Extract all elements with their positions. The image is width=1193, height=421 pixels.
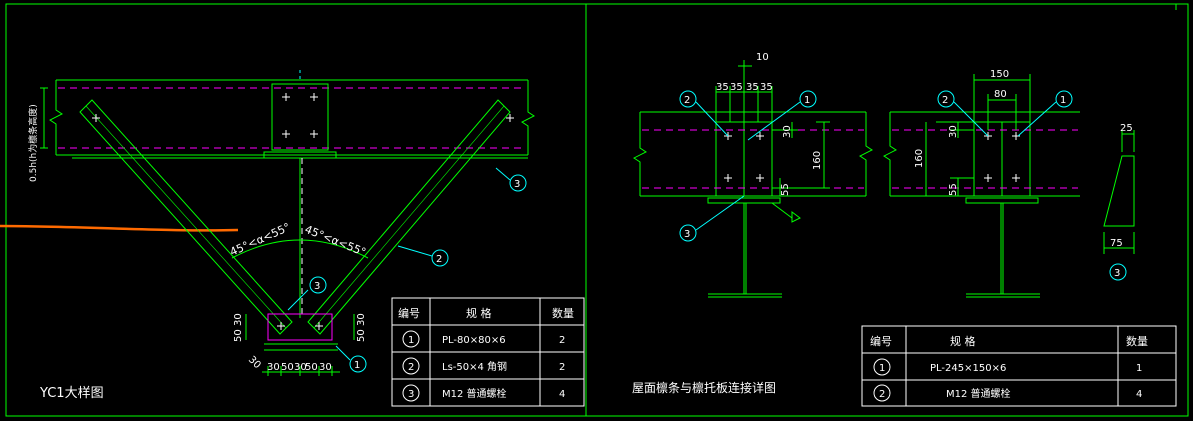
right-table: 编号 规 格 数量 1 PL-245×150×6 1 2 M12 普通螺栓 4 bbox=[861, 325, 1177, 407]
right-title: 屋面檩条与檩托板连接详图 bbox=[632, 380, 776, 395]
dim-bottom-4: 50 bbox=[305, 362, 318, 373]
mid-callout-3: 3 bbox=[684, 229, 690, 240]
left-table-h3: 数量 bbox=[552, 307, 574, 320]
left-table: 编号 规 格 数量 1 PL-80×80×6 2 2 Ls-50×4 角钢 2 … bbox=[391, 297, 585, 407]
dim-left-50: 50 bbox=[233, 329, 244, 342]
middle-detail: 10 35 35 35 35 30 160 55 2 1 3 bbox=[633, 52, 873, 298]
left-detail: 0.5h(h为檩条高度) 45°<α<55° 45°<α<55° bbox=[27, 70, 535, 376]
right-dim-80: 80 bbox=[994, 89, 1007, 100]
left-table-r1-spec: PL-80×80×6 bbox=[442, 335, 506, 346]
plate-dim-75: 75 bbox=[1110, 238, 1123, 249]
right-table-h2: 规 格 bbox=[950, 334, 976, 348]
left-table-r2-spec: Ls-50×4 角钢 bbox=[442, 360, 507, 373]
right-dim-160: 160 bbox=[914, 149, 925, 168]
left-table-r3-spec: M12 普通螺栓 bbox=[442, 387, 507, 400]
mid-dim-30: 30 bbox=[782, 125, 793, 138]
right-table-r2-spec: M12 普通螺栓 bbox=[946, 387, 1011, 400]
plate-detail: 25 75 3 bbox=[1103, 123, 1135, 281]
mid-dim-35c: 35 bbox=[746, 82, 759, 93]
mid-dim-35d: 35 bbox=[760, 82, 773, 93]
dim-bottom-5: 30 bbox=[319, 362, 332, 373]
left-table-r1-no: 1 bbox=[408, 335, 414, 346]
dim-diag-30: 30 bbox=[246, 354, 263, 371]
right-dim-55: 55 bbox=[948, 183, 959, 196]
dim-left-30: 30 bbox=[233, 313, 244, 326]
right-table-h1: 编号 bbox=[870, 334, 892, 348]
left-callout-2: 2 bbox=[436, 254, 442, 265]
orange-stroke bbox=[0, 224, 239, 232]
angle-label-left: 45°<α<55° bbox=[228, 221, 292, 259]
plate-dim-25: 25 bbox=[1120, 123, 1133, 134]
right-table-r1-spec: PL-245×150×6 bbox=[930, 363, 1006, 374]
dim-right-30: 30 bbox=[356, 313, 367, 326]
mid-callout-1: 1 bbox=[804, 95, 810, 106]
side-label: 0.5h(h为檩条高度) bbox=[27, 104, 39, 182]
left-table-r3-qty: 4 bbox=[559, 389, 565, 400]
right-table-r1-qty: 1 bbox=[1136, 363, 1142, 374]
right-table-h3: 数量 bbox=[1126, 335, 1148, 348]
right-callout-1: 1 bbox=[1060, 95, 1066, 106]
dim-right-50: 50 bbox=[356, 329, 367, 342]
left-callout-3b: 3 bbox=[314, 281, 320, 292]
mid-dim-55: 55 bbox=[780, 183, 791, 196]
drawing-frame bbox=[5, 3, 1189, 417]
dim-bottom-1: 30 bbox=[267, 362, 280, 373]
left-table-r2-no: 2 bbox=[408, 362, 414, 373]
left-table-h1: 编号 bbox=[398, 306, 420, 320]
dim-bottom-3: 30 bbox=[294, 362, 307, 373]
mid-callout-2: 2 bbox=[684, 95, 690, 106]
left-callout-1: 1 bbox=[354, 360, 360, 371]
right-dim-150: 150 bbox=[990, 69, 1009, 80]
right-table-r1-no: 1 bbox=[879, 363, 885, 374]
mid-dim-10: 10 bbox=[756, 52, 769, 63]
right-dim-30: 30 bbox=[948, 125, 959, 138]
left-callout-3a: 3 bbox=[514, 179, 520, 190]
mid-dim-35b: 35 bbox=[730, 82, 743, 93]
right-callout-2: 2 bbox=[942, 95, 948, 106]
mid-dim-160: 160 bbox=[812, 151, 823, 170]
left-title: YC1大样图 bbox=[39, 386, 104, 401]
mid-dim-35a: 35 bbox=[716, 82, 729, 93]
left-table-h2: 规 格 bbox=[466, 306, 492, 320]
right-table-r2-qty: 4 bbox=[1136, 389, 1142, 400]
left-table-r3-no: 3 bbox=[408, 389, 414, 400]
plate-callout-3: 3 bbox=[1114, 268, 1120, 279]
left-table-r1-qty: 2 bbox=[559, 335, 565, 346]
left-table-r2-qty: 2 bbox=[559, 362, 565, 373]
right-table-r2-no: 2 bbox=[879, 389, 885, 400]
dim-bottom-2: 50 bbox=[281, 362, 294, 373]
right-detail: 150 80 30 160 55 2 1 bbox=[883, 69, 1080, 298]
